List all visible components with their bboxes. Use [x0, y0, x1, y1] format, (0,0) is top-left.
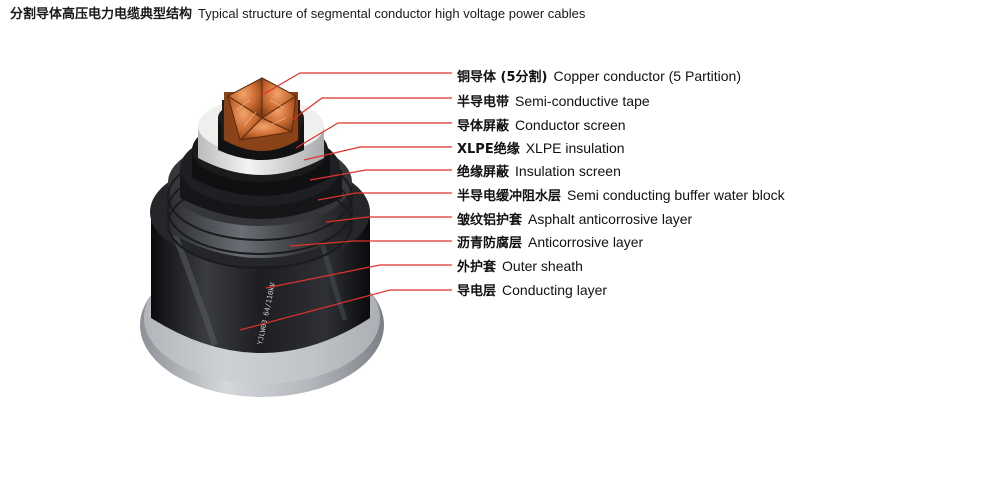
- leader-line-outer-sheath: [265, 264, 452, 289]
- page-title: 分割导体高压电力电缆典型结构 Typical structure of segme…: [10, 3, 585, 25]
- leader-line-conducting-layer: [239, 289, 452, 331]
- leader-line-xlpe: [303, 146, 452, 161]
- leader-lines: [239, 72, 452, 331]
- leader-line-tape: [291, 97, 452, 121]
- leader-line-aluminium: [325, 216, 452, 223]
- copper-conductor: [224, 77, 298, 151]
- leader-line-copper: [261, 72, 452, 96]
- leader-line-insulation-screen: [309, 169, 452, 181]
- leader-line-asphalt: [289, 240, 452, 247]
- title-en: Typical structure of segmental conductor…: [198, 6, 586, 21]
- leader-line-buffer: [317, 192, 452, 201]
- label-copper-conductor: 铜导体 (5分割)Copper conductor (5 Partition): [457, 68, 742, 85]
- title-cn: 分割导体高压电力电缆典型结构: [10, 7, 193, 22]
- leader-line-conductor-screen: [295, 122, 452, 149]
